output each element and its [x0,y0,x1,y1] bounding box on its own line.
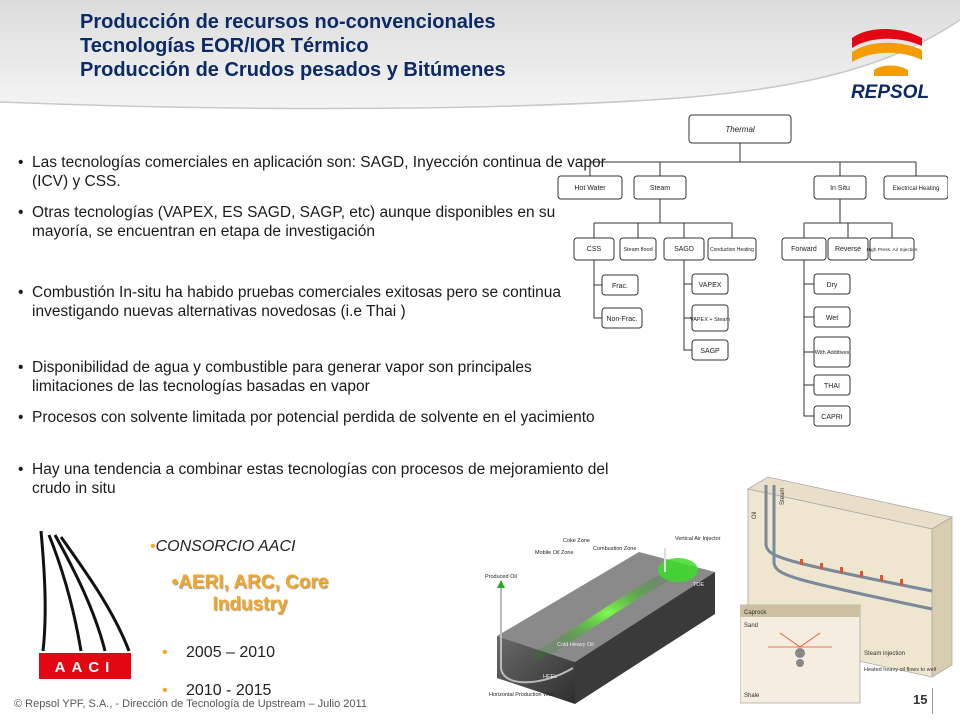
label-oil: Oil [752,512,758,519]
bullet-text: Hay una tendencia a combinar estas tecno… [32,461,609,497]
tree-node-high-press-air: High Press. Air Injection [867,247,918,253]
bullet-item: •Otras tecnologías (VAPEX, ES SAGD, SAGP… [12,203,612,241]
label-combustion-zone: Combustion Zone [593,546,636,552]
tree-node-css: CSS [587,246,602,253]
tree-node-with-additives: With Additives [815,350,850,356]
label-produced-oil: Produced Oil [485,574,517,580]
tree-node-hot-water: Hot Water [574,185,606,192]
consortium-period: •2005 – 2010 [162,644,275,661]
aaci-logo: AACI [39,530,131,679]
in-situ-combustion-diagram: Coke Zone Combustion Zone Mobile Oil Zon… [485,536,721,704]
tree-node-steam: Steam [650,185,670,192]
label-mobile-oil-zone: Mobile Oil Zone [535,550,574,556]
consortium-period: •2010 - 2015 [162,682,272,699]
page-number-divider [932,688,933,714]
consortium-name: •CONSORCIO AACI [150,538,296,555]
sagd-diagram: Oil Steam Caprock Sand Steam injection H… [740,476,954,704]
title-line-3: Producción de Crudos pesados y Bitúmenes [80,59,506,81]
label-heated-heavy-oil: Heated heavy oil flows to well [864,667,936,673]
page-number: 15 [913,692,928,707]
tree-node-conduction-heating: Conduction Heating [710,247,754,253]
bullet-text: Procesos con solvente limitada por poten… [32,409,595,426]
tree-node-wet: Wet [826,315,838,322]
consortium-members: •AERI, ARC, Core Industry [171,572,329,615]
consortium-name-text: CONSORCIO AACI [155,538,296,555]
label-steam-injection: Steam injection [864,651,905,657]
tree-root: Thermal [725,125,755,134]
tree-node-vapex: VAPEX [699,282,722,289]
tree-node-sagp: SAGP [700,348,720,355]
tree-node-non-frac: Non-Frac. [606,316,637,323]
bullet-text: Otras tecnologías (VAPEX, ES SAGD, SAGP,… [32,204,556,240]
footer-copyright: © Repsol YPF, S.A., - Dirección de Tecno… [14,698,367,710]
bullet-item: •Combustión In-situ ha habido pruebas co… [12,283,612,321]
bullet-item: •Las tecnologías comerciales en aplicaci… [12,153,612,191]
bullet-item: •Procesos con solvente limitada por pote… [12,408,612,427]
label-sand: Sand [744,623,758,629]
tree-node-in-situ: In Situ [830,185,850,192]
bullet-item: •Hay una tendencia a combinar estas tecn… [12,460,612,498]
tree-node-thai: THAI [824,383,840,390]
consortium-period-text: 2005 – 2010 [186,644,275,661]
consortium-period-text: 2010 - 2015 [186,682,272,699]
tree-node-forward: Forward [791,246,817,253]
logo-wordmark: REPSOL [851,82,929,103]
label-horizontal-production-well: Horizontal Production Well [489,692,554,698]
bullet-text: Combustión In-situ ha habido pruebas com… [32,284,562,320]
tree-node-vapex-steam: VAPEX + Steam [690,317,731,323]
bullet-text: Las tecnologías comerciales en aplicació… [32,154,606,190]
title-line-1: Producción de recursos no-convencionales [80,11,496,33]
label-toe: TOE [693,582,705,588]
bullet-text: Disponibilidad de agua y combustible par… [32,359,532,395]
tree-node-frac: Frac. [612,283,628,290]
aaci-wordmark: AACI [55,659,116,676]
tree-node-capri: CAPRI [821,414,842,421]
repsol-logo: REPSOL [851,29,929,103]
consortium-members-text: AERI, ARC, Core Industry [178,572,329,615]
bullet-item: •Disponibilidad de agua y combustible pa… [12,358,612,396]
label-vertical-air-injector: Vertical Air Injector [675,536,721,542]
header-band [0,0,960,110]
label-coke-zone: Coke Zone [563,538,590,544]
label-steam: Steam [780,488,786,505]
tree-node-electrical-heating: Electrical Heating [893,186,940,192]
tree-node-sagd: SAGD [674,246,694,253]
label-cold-heavy-oil: Cold Heavy Oil [557,642,594,648]
label-shale: Shale [744,693,760,699]
tree-node-dry: Dry [827,282,838,289]
thermal-technology-tree: Thermal Hot Water Steam In Situ Electric… [557,114,948,427]
tree-node-steam-flood: Steam flood [623,247,652,253]
label-caprock: Caprock [744,610,767,616]
tree-node-reverse: Reverse [835,246,861,253]
label-heel: HEEL [543,674,557,680]
title-line-2: Tecnologías EOR/IOR Térmico [80,35,369,57]
slide-title: Producción de recursos no-convencionales… [80,10,506,82]
